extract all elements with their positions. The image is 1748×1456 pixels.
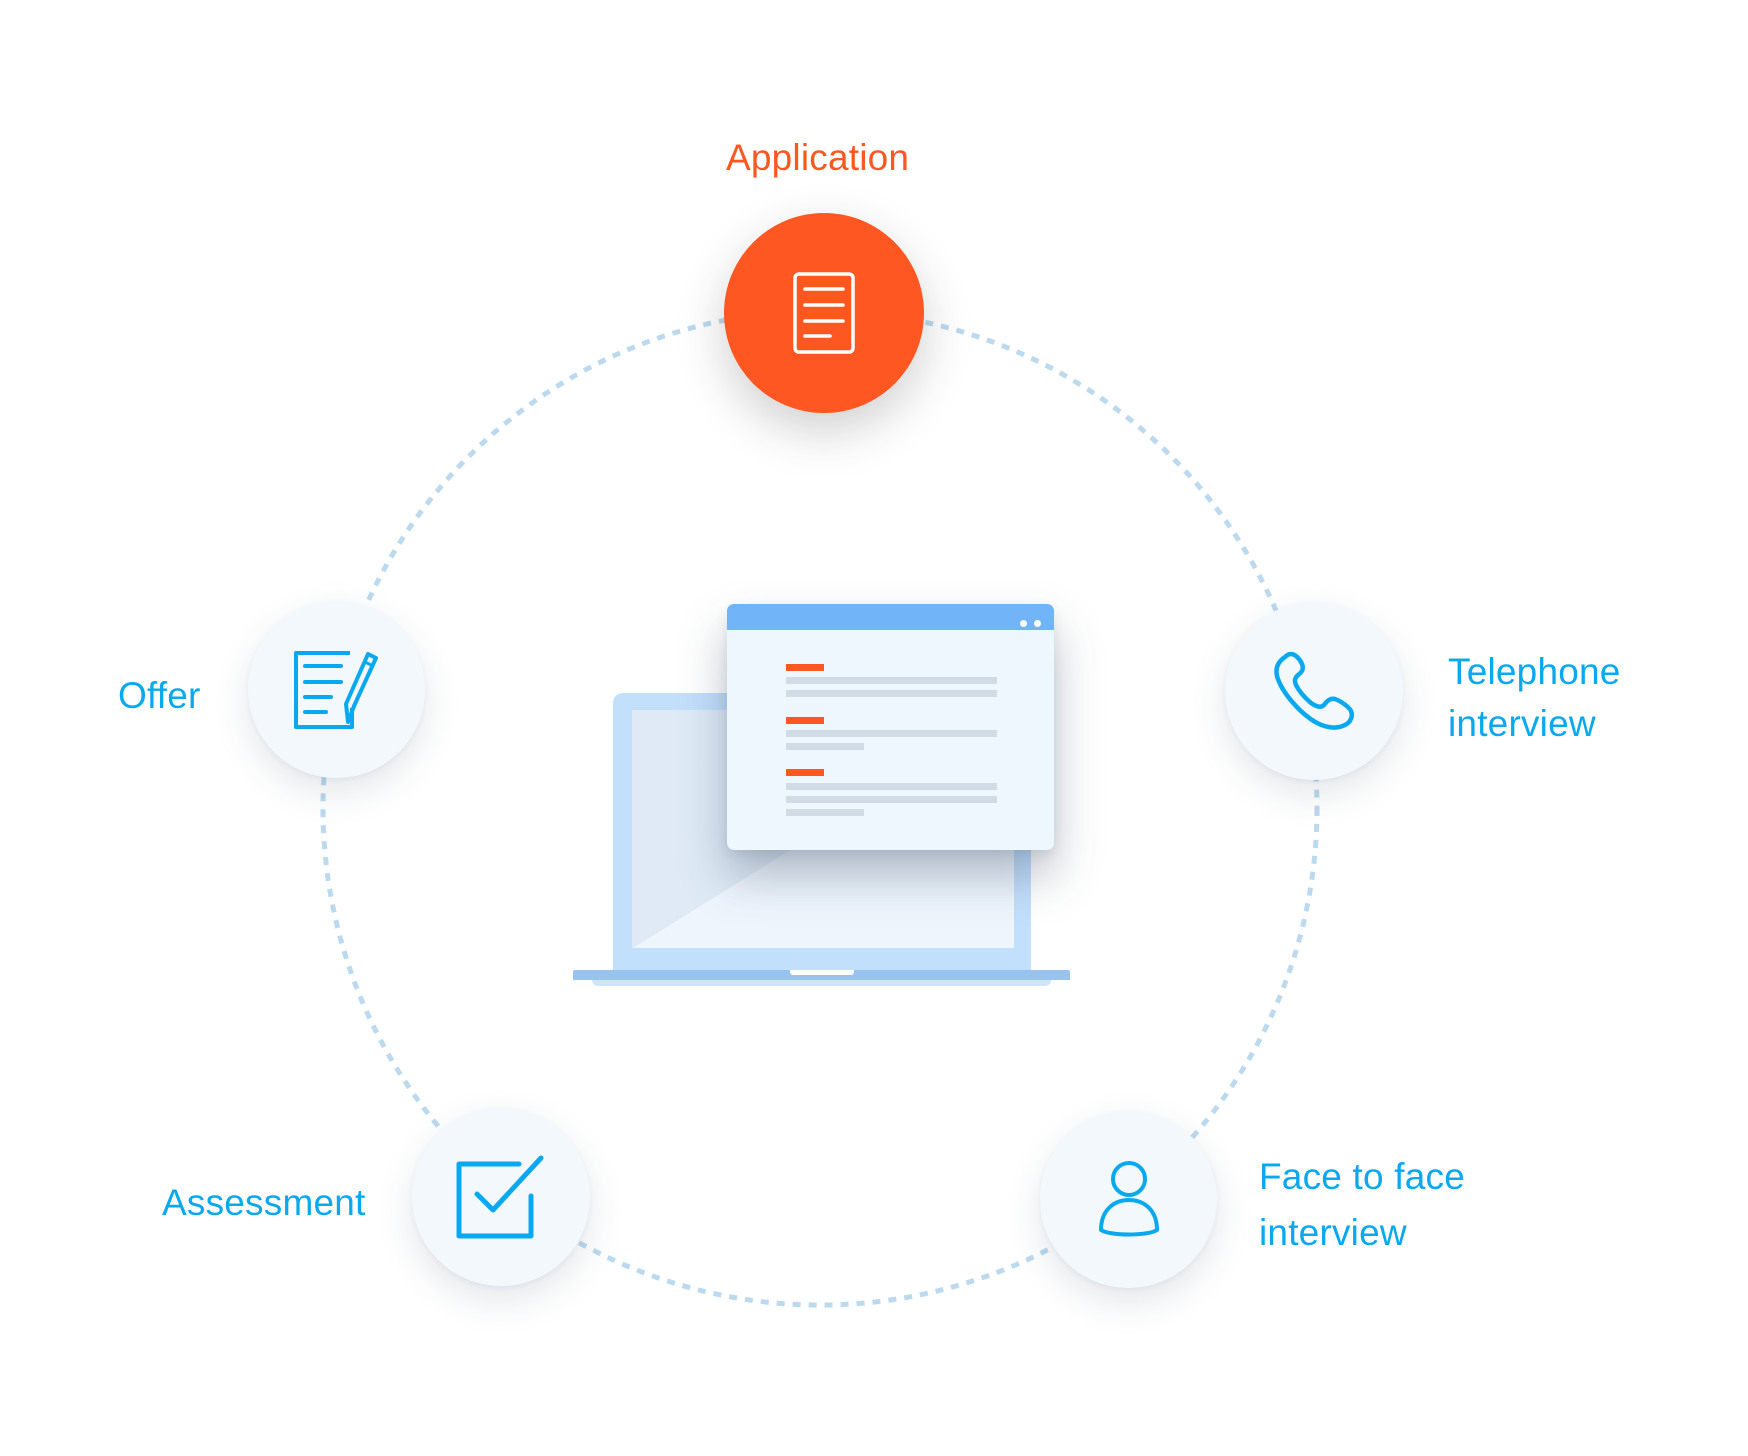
text-line xyxy=(786,690,997,697)
step-label-offer: Offer xyxy=(118,670,201,722)
user-icon xyxy=(1098,1160,1159,1236)
text-line-short xyxy=(786,809,864,816)
step-label-line: Telephone xyxy=(1448,651,1621,692)
laptop-base-lip xyxy=(592,980,1051,986)
text-line xyxy=(786,796,997,803)
step-label-line: interview xyxy=(1259,1212,1407,1253)
window-title-bar xyxy=(727,604,1054,630)
checkbox-icon xyxy=(456,1155,544,1239)
section-heading-bar xyxy=(786,717,824,724)
step-node-offer[interactable] xyxy=(248,601,425,778)
document-window xyxy=(727,604,1054,850)
window-dot xyxy=(1020,620,1027,627)
text-line xyxy=(786,677,997,684)
step-label-line: interview xyxy=(1448,703,1596,744)
step-node-application[interactable] xyxy=(724,213,924,413)
window-dot xyxy=(1034,620,1041,627)
step-label-face-to-face-interview: Face to face interview xyxy=(1259,1149,1465,1261)
step-node-face-to-face-interview[interactable] xyxy=(1040,1111,1217,1288)
step-node-telephone-interview[interactable] xyxy=(1225,602,1403,780)
document-icon xyxy=(793,272,855,354)
step-label-line: Face to face xyxy=(1259,1156,1466,1197)
step-label-line: Application xyxy=(726,137,910,178)
step-label-line: Offer xyxy=(118,675,201,716)
step-label-application: Application xyxy=(726,132,909,184)
step-label-assessment: Assessment xyxy=(162,1177,366,1229)
laptop-base xyxy=(573,970,1070,980)
text-line xyxy=(786,783,997,790)
contract-sign-icon xyxy=(293,650,378,729)
step-node-assessment[interactable] xyxy=(412,1108,590,1286)
text-line-short xyxy=(786,743,864,750)
step-label-telephone-interview: Telephone interview xyxy=(1448,646,1621,750)
laptop-notch xyxy=(790,970,854,975)
step-label-line: Assessment xyxy=(162,1182,366,1223)
text-line xyxy=(786,730,997,737)
section-heading-bar xyxy=(786,769,824,776)
phone-icon xyxy=(1274,651,1354,730)
section-heading-bar xyxy=(786,664,824,671)
